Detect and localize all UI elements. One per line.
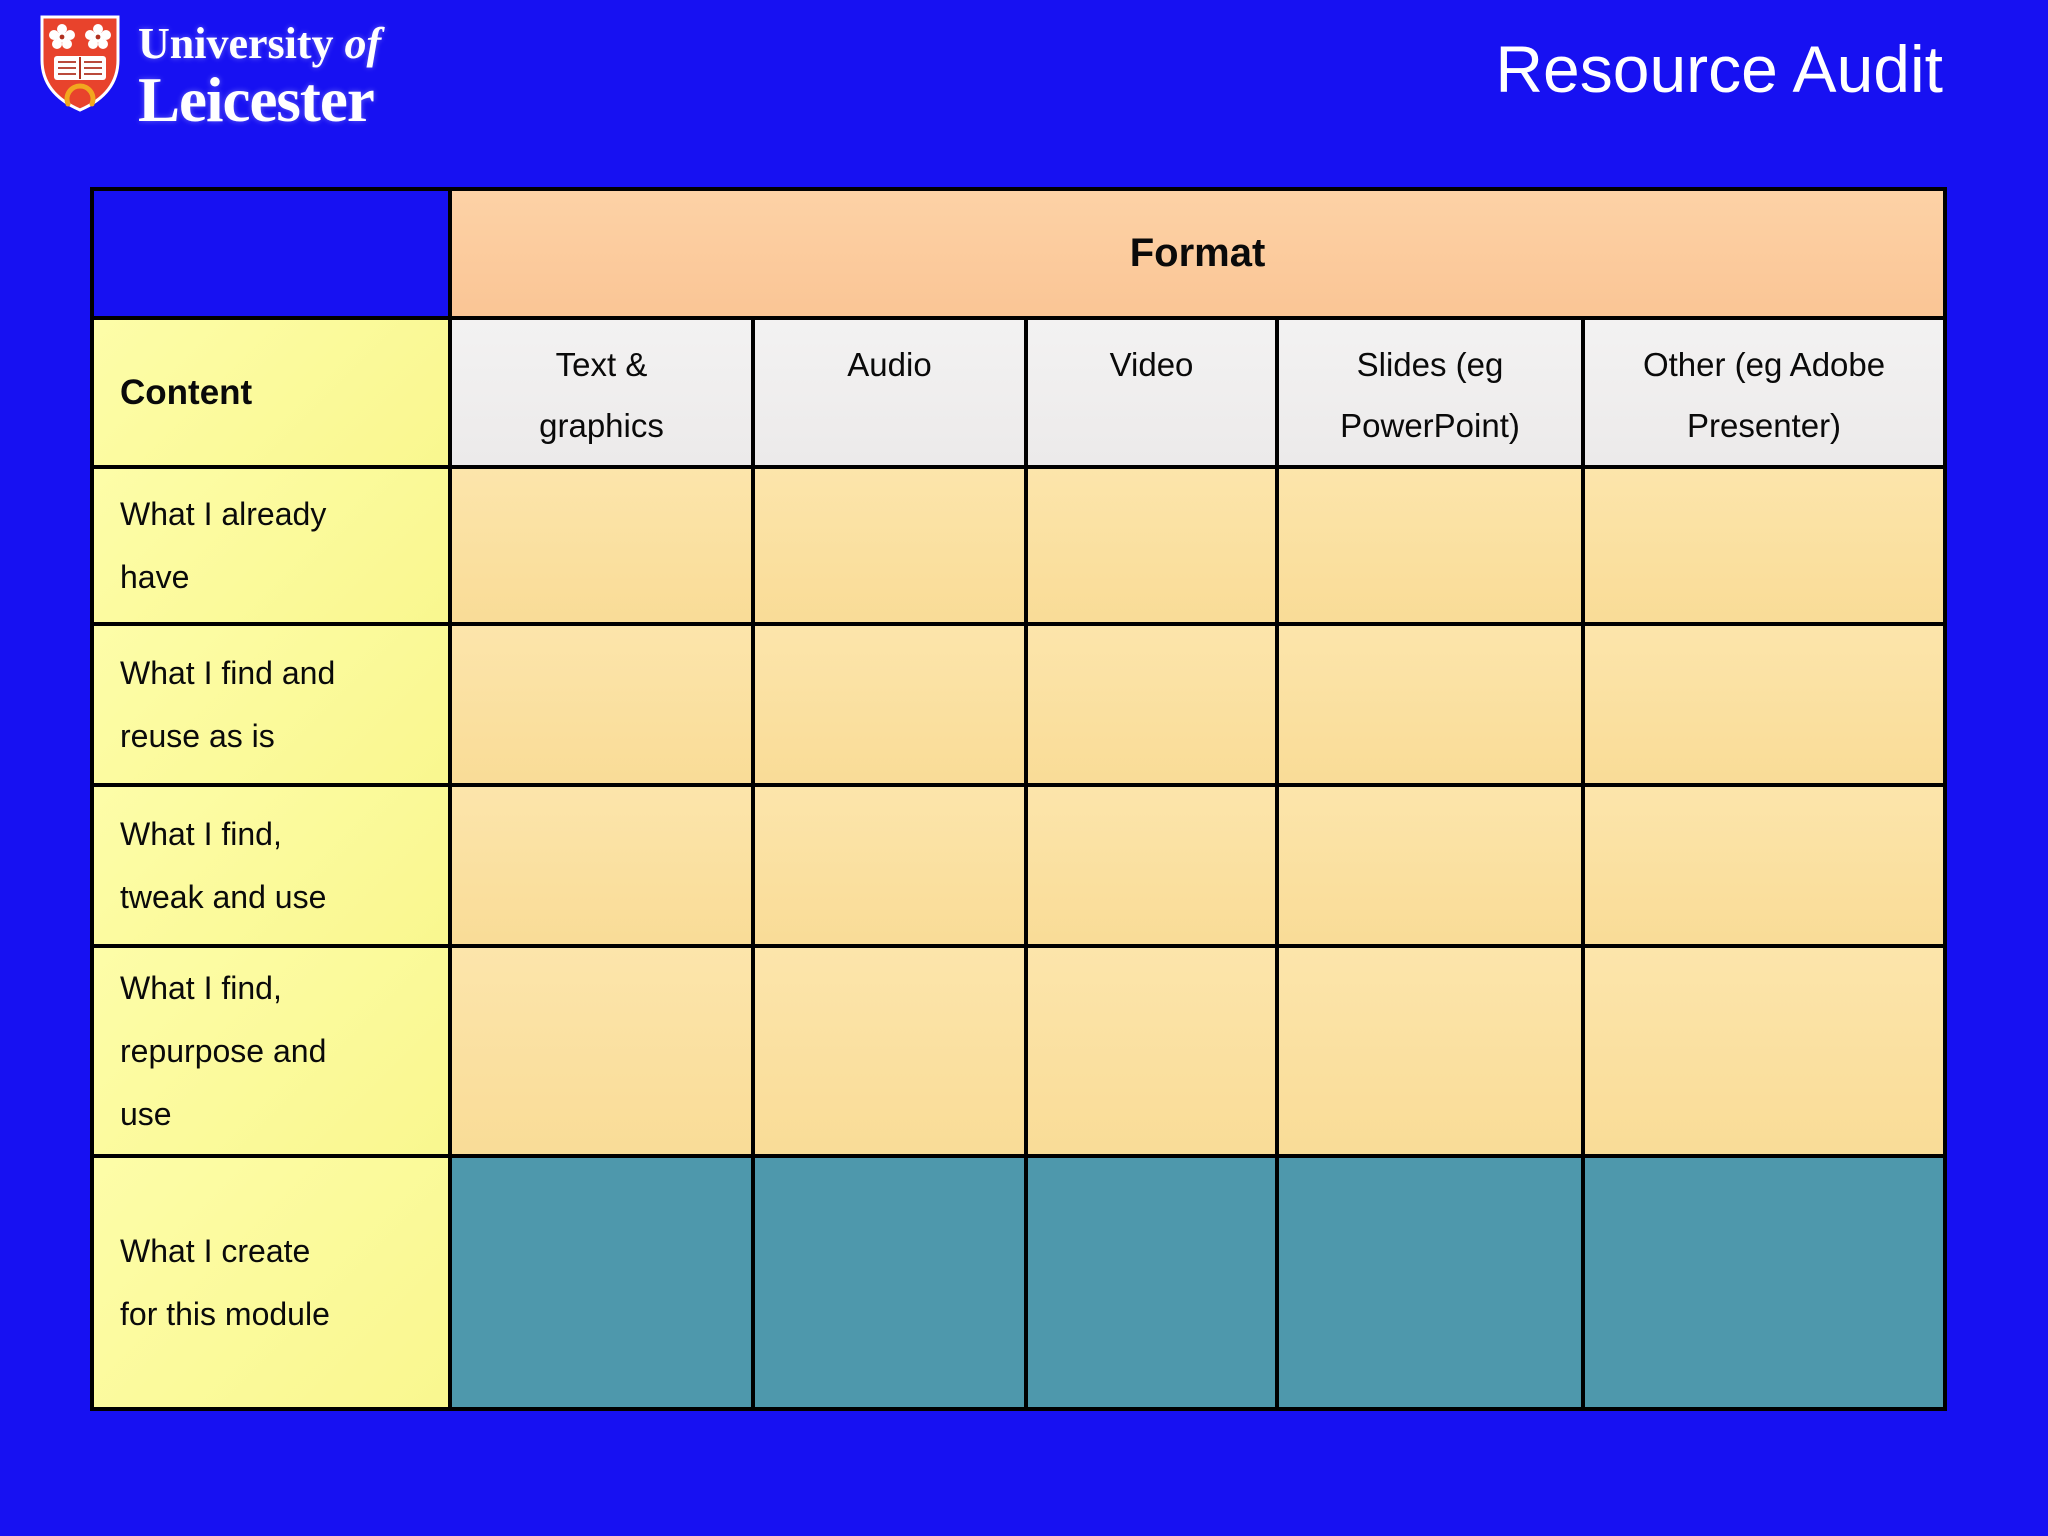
logo-wordmark: University of Leicester — [138, 22, 381, 132]
empty-cell — [1580, 944, 1948, 1158]
university-crest-icon — [40, 15, 120, 112]
empty-cell — [751, 622, 1028, 787]
empty-cell — [1024, 783, 1279, 948]
empty-cell — [1275, 783, 1585, 948]
column-header-other: Other (eg Adobe Presenter) — [1580, 316, 1948, 469]
empty-cell — [1024, 465, 1279, 626]
table-row: What I already have — [90, 465, 1948, 626]
corner-cell — [90, 187, 452, 320]
table-row: What I find, tweak and use — [90, 783, 1948, 948]
empty-cell — [1580, 465, 1948, 626]
empty-cell — [448, 465, 755, 626]
page-title: Resource Audit — [1495, 32, 1943, 106]
column-header-row: Content Text & graphics Audio Video Slid… — [90, 316, 1948, 469]
table-row: What I find, repurpose and use — [90, 944, 1948, 1158]
empty-cell — [448, 783, 755, 948]
format-header-cell: Format — [447, 187, 1948, 320]
row-label-create-module: What I create for this module — [90, 1154, 452, 1411]
empty-cell — [1275, 465, 1585, 626]
empty-cell — [448, 944, 755, 1158]
empty-cell — [751, 465, 1028, 626]
table-row: What I find and reuse as is — [90, 622, 1948, 787]
empty-cell — [448, 1154, 755, 1411]
row-label-already-have: What I already have — [90, 465, 452, 626]
empty-cell — [448, 622, 755, 787]
content-header-cell: Content — [90, 316, 452, 469]
column-header-text-graphics: Text & graphics — [448, 316, 755, 469]
column-header-audio: Audio — [751, 316, 1028, 469]
empty-cell — [1580, 622, 1948, 787]
empty-cell — [1024, 622, 1279, 787]
column-header-slides: Slides (eg PowerPoint) — [1275, 316, 1585, 469]
empty-cell — [751, 944, 1028, 1158]
empty-cell — [1024, 944, 1279, 1158]
university-of-leicester-logo: University of Leicester — [38, 14, 381, 132]
resource-audit-table: Format Content Text & graphics Audio Vid… — [90, 187, 1948, 1411]
empty-cell — [1580, 1154, 1948, 1411]
row-label-find-repurpose: What I find, repurpose and use — [90, 944, 452, 1158]
table-row: What I create for this module — [90, 1154, 1948, 1411]
empty-cell — [751, 1154, 1028, 1411]
empty-cell — [751, 783, 1028, 948]
row-label-find-reuse: What I find and reuse as is — [90, 622, 452, 787]
empty-cell — [1275, 944, 1585, 1158]
column-header-video: Video — [1024, 316, 1279, 469]
row-label-find-tweak: What I find, tweak and use — [90, 783, 452, 948]
format-header-row: Format — [90, 187, 1948, 320]
empty-cell — [1024, 1154, 1279, 1411]
empty-cell — [1275, 622, 1585, 787]
empty-cell — [1580, 783, 1948, 948]
logo-leicester: Leicester — [138, 65, 375, 135]
logo-university-of: University of — [138, 19, 382, 68]
empty-cell — [1275, 1154, 1585, 1411]
